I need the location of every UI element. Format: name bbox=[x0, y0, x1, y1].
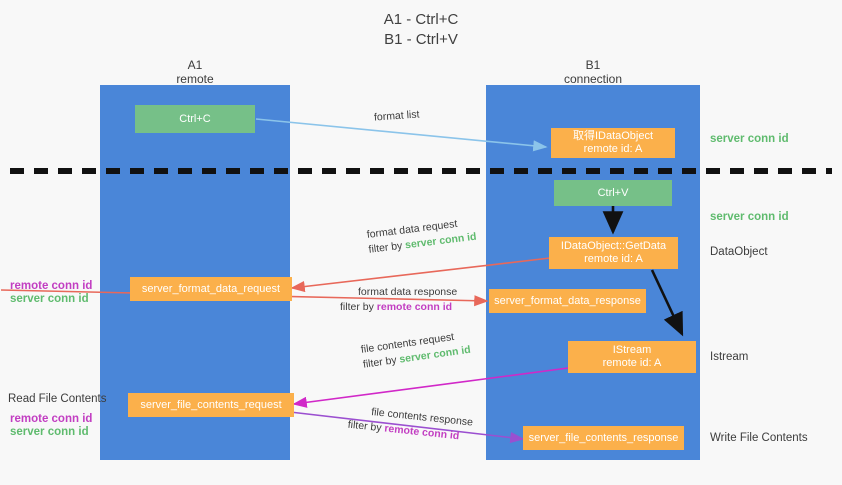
box-server-format-data-response[interactable]: server_format_data_response bbox=[489, 289, 646, 313]
arrow-label-file-contents-request: file contents request filter by server c… bbox=[360, 328, 472, 373]
arrow-label-format-data-response-line2: filter by remote conn id bbox=[340, 300, 457, 315]
label-server-conn-id-file: server conn id bbox=[10, 426, 89, 438]
arrow-label-format-data-response: format data response filter by remote co… bbox=[340, 285, 458, 315]
label-server-conn-id-second: server conn id bbox=[710, 211, 789, 223]
label-read-file-contents: Read File Contents bbox=[8, 393, 107, 405]
box-server-file-contents-response[interactable]: server_file_contents_response bbox=[523, 426, 684, 450]
page-title: A1 - Ctrl+C B1 - Ctrl+V bbox=[383, 11, 459, 48]
arrow-label-format-data-response-line1: format data response bbox=[358, 286, 458, 298]
label-server-conn-id-top: server conn id bbox=[710, 133, 789, 145]
box-ctrl-v[interactable]: Ctrl+V bbox=[554, 180, 672, 206]
box-idataobject-getdata[interactable]: IDataObject::GetData remote id: A bbox=[549, 237, 678, 269]
filter-value-remote-conn-id: remote conn id bbox=[376, 301, 453, 313]
label-dataobject: DataObject bbox=[710, 246, 768, 258]
label-server-conn-id-format: server conn id bbox=[10, 293, 89, 305]
arrow-label-format-data-request: format data request filter by server con… bbox=[366, 215, 477, 258]
filter-prefix: filter by bbox=[340, 301, 377, 313]
filter-prefix: filter by bbox=[362, 353, 401, 371]
filter-prefix: filter by bbox=[367, 239, 406, 256]
label-istream: Istream bbox=[710, 351, 749, 363]
box-idataobject[interactable]: 取得IDataObject remote id: A bbox=[551, 128, 675, 158]
arrow-label-format-list: format list bbox=[373, 108, 420, 124]
box-server-format-data-request[interactable]: server_format_data_request bbox=[130, 277, 292, 301]
arrow-label-file-contents-response: file contents response filter by remote … bbox=[347, 405, 474, 446]
box-istream[interactable]: IStream remote id: A bbox=[568, 341, 696, 373]
box-ctrl-c[interactable]: Ctrl+C bbox=[135, 105, 255, 133]
column-header-a1: A1 remote bbox=[176, 58, 214, 86]
column-header-b1: B1 connection bbox=[563, 58, 623, 86]
filter-prefix: filter by bbox=[347, 418, 386, 435]
label-write-file-contents: Write File Contents bbox=[710, 432, 808, 444]
box-server-file-contents-request[interactable]: server_file_contents_request bbox=[128, 393, 294, 417]
label-remote-conn-id-file: remote conn id bbox=[10, 413, 93, 425]
label-remote-conn-id-format: remote conn id bbox=[10, 280, 93, 292]
phase-separator bbox=[10, 168, 832, 174]
